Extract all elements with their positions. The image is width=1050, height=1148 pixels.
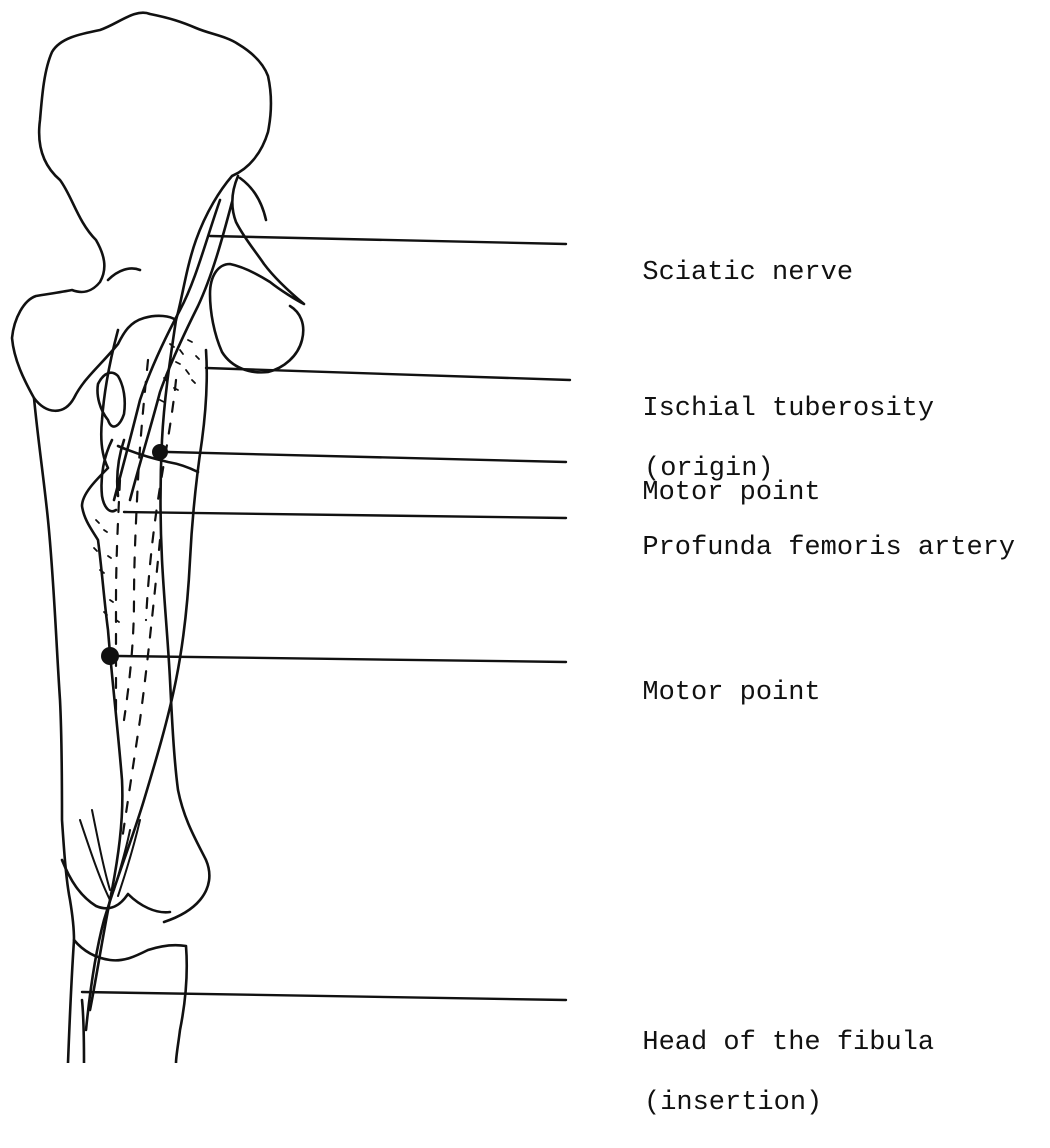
motor-point-lower-marker (101, 647, 119, 665)
leader-head-of-fibula (82, 992, 566, 1000)
leader-lines (82, 236, 570, 1000)
tendon-fibers (80, 810, 140, 900)
ischium-outline (210, 176, 304, 372)
label-profunda-femoris-artery: Profunda femoris artery (610, 503, 1015, 563)
label-head-of-fibula-note: (insertion) (610, 1088, 934, 1118)
label-ischial-tuberosity-text: Ischial tuberosity (642, 394, 934, 424)
leader-motor-point-upper (168, 452, 566, 462)
muscle-fibers (116, 360, 176, 840)
pelvis-inner-line (108, 268, 140, 280)
motor-point-upper-marker (152, 444, 168, 460)
label-motor-point-lower: Motor point (610, 648, 821, 708)
leader-sciatic-nerve (210, 236, 566, 244)
tibia-outline (68, 940, 187, 1063)
label-sciatic-nerve: Sciatic nerve (610, 228, 853, 288)
label-motor-point-lower-text: Motor point (642, 678, 820, 708)
label-sciatic-nerve-text: Sciatic nerve (642, 258, 853, 288)
leader-profunda-femoris (124, 512, 566, 518)
label-head-of-fibula-text: Head of the fibula (642, 1028, 934, 1058)
femur-left-edge (34, 398, 74, 940)
label-head-of-fibula: Head of the fibula (insertion) (610, 998, 934, 1148)
leader-ischial-tuberosity (206, 368, 570, 380)
label-motor-point-upper: Motor point (610, 448, 821, 508)
label-profunda-femoris-artery-text: Profunda femoris artery (642, 533, 1015, 563)
leader-motor-point-lower (118, 656, 566, 662)
